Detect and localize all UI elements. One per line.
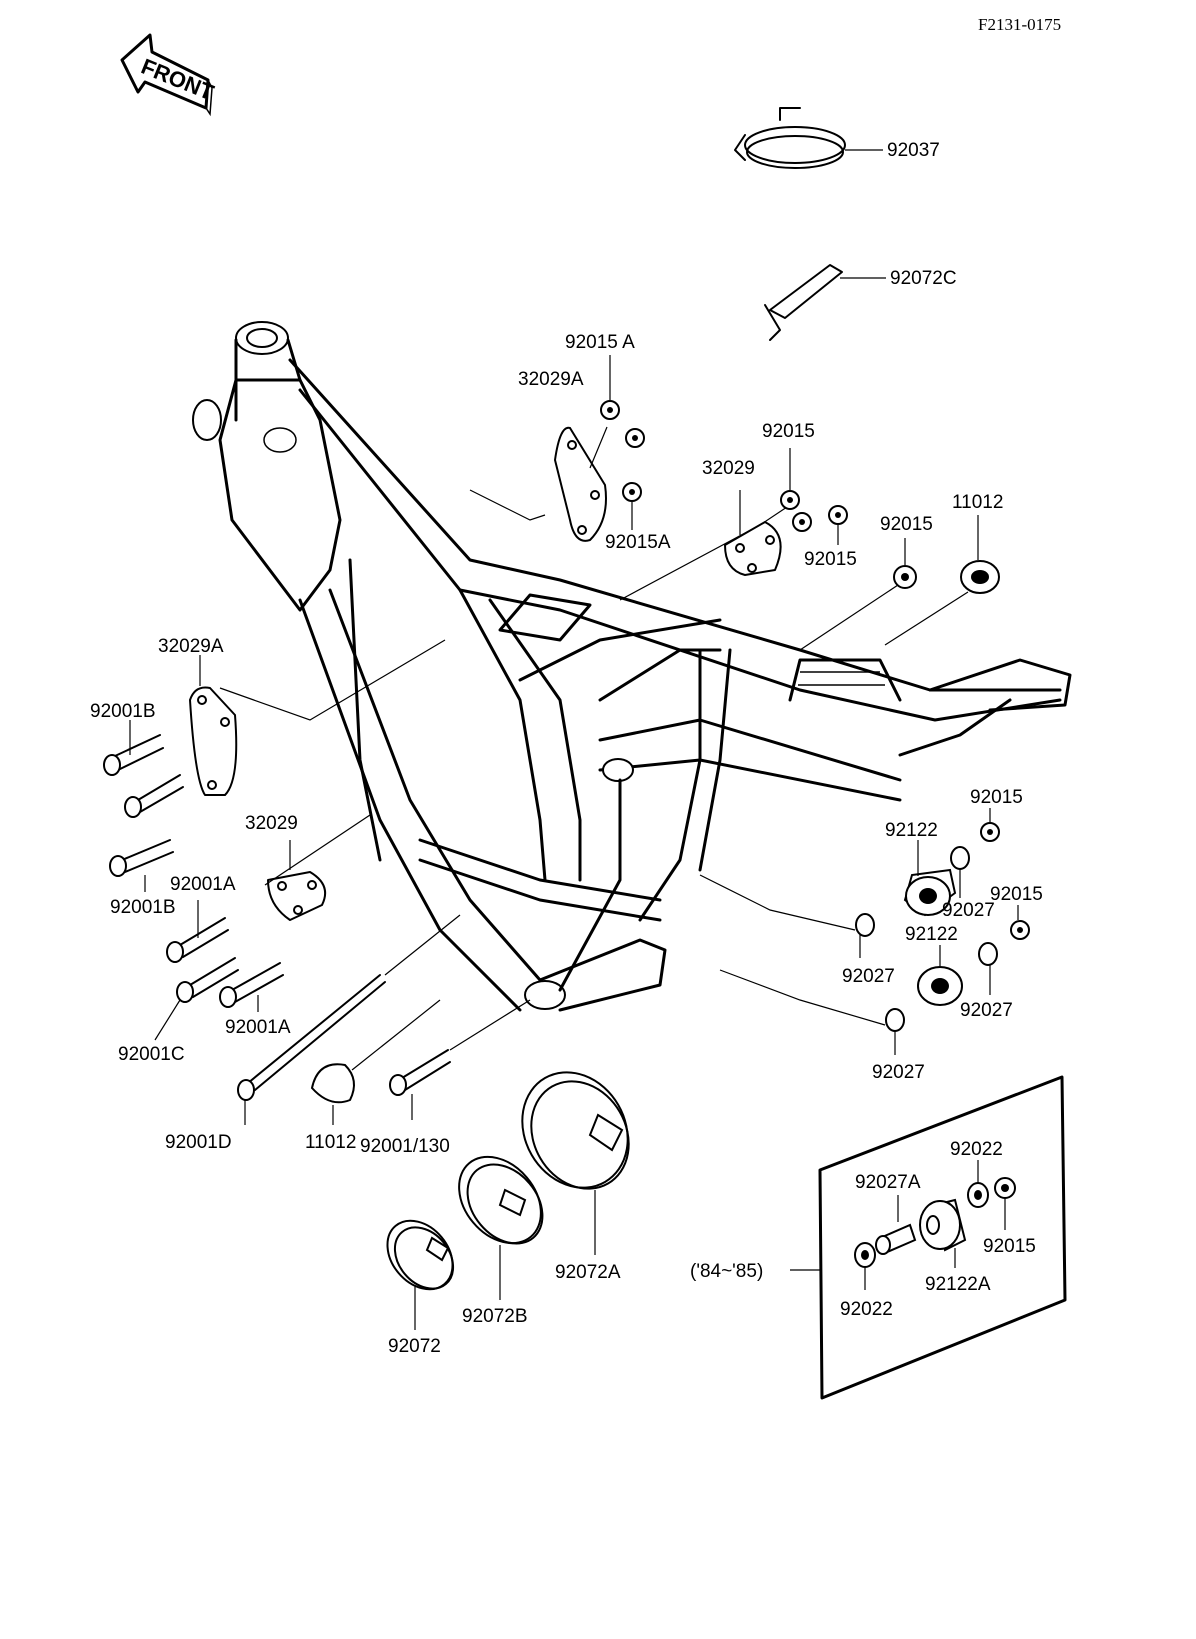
part-32029-plate-left xyxy=(264,814,371,921)
label-92027-4: 92027 xyxy=(872,1062,925,1083)
label-92015-r1: 92015 xyxy=(970,787,1023,808)
label-92015-top: 92015 xyxy=(762,421,815,442)
label-92072C: 92072C xyxy=(890,268,957,289)
label-92001D: 92001D xyxy=(165,1132,232,1153)
label-32029A-left: 32029A xyxy=(158,636,224,657)
label-92037: 92037 xyxy=(887,140,940,161)
label-92022-top: 92022 xyxy=(950,1139,1003,1160)
label-92001B-top: 92001B xyxy=(90,701,156,722)
label-92001C: 92001C xyxy=(118,1044,185,1065)
part-92072C-strap xyxy=(764,264,886,341)
part-92001D-long-bolt xyxy=(237,914,461,1125)
label-92072B: 92072B xyxy=(462,1306,528,1327)
motorcycle-frame xyxy=(192,321,1072,1012)
label-92027-3: 92027 xyxy=(842,966,895,987)
label-92001A-low: 92001A xyxy=(225,1017,291,1038)
part-32029A-plate-top xyxy=(469,426,608,542)
inset-parts xyxy=(854,1160,1016,1290)
label-92122A: 92122A xyxy=(925,1274,991,1295)
part-92072B-clamp xyxy=(458,1155,544,1300)
label-92015-right: 92015 xyxy=(880,514,933,535)
label-32029-left: 32029 xyxy=(245,813,298,834)
label-32029A-top: 32029A xyxy=(518,369,584,390)
part-92001B-bolts xyxy=(103,720,184,892)
diagram-code: F2131-0175 xyxy=(978,15,1061,34)
part-32029A-plate-left xyxy=(189,639,446,796)
label-92015-inset: 92015 xyxy=(983,1236,1036,1257)
label-11012-right: 11012 xyxy=(952,492,1003,513)
inset-box-84-85 xyxy=(790,1075,1067,1400)
label-11012-low: 11012 xyxy=(305,1132,356,1153)
inset-label: ('84~'85) xyxy=(690,1261,763,1282)
label-92001A-top: 92001A xyxy=(170,874,236,895)
front-badge-label: FRONT xyxy=(138,54,218,106)
label-92022-low: 92022 xyxy=(840,1299,893,1320)
part-mount-group-2 xyxy=(719,905,1030,1055)
label-92015A-top: 92015 A xyxy=(565,332,635,353)
label-92122-2: 92122 xyxy=(905,924,958,945)
part-92001A-bolts xyxy=(154,900,284,1041)
label-92027A: 92027A xyxy=(855,1172,921,1193)
label-92122-1: 92122 xyxy=(885,820,938,841)
part-92072-clamp xyxy=(386,1219,455,1330)
label-92015A-low: 92015A xyxy=(605,532,671,553)
label-92027-2: 92027 xyxy=(960,1000,1013,1021)
part-mount-group-1 xyxy=(699,808,1000,958)
part-92072A-clamp xyxy=(521,1071,630,1255)
part-11012-cap-low xyxy=(310,999,441,1125)
label-92001-130: 92001/130 xyxy=(360,1136,450,1157)
label-92001B-low: 92001B xyxy=(110,897,176,918)
part-11012-cap-right xyxy=(884,515,1000,646)
part-92015A-nuts xyxy=(600,355,645,530)
label-92072: 92072 xyxy=(388,1336,441,1357)
part-32029-plate-top xyxy=(619,448,848,601)
part-92037-clamp xyxy=(734,107,883,169)
label-32029-top: 32029 xyxy=(702,458,755,479)
front-arrow-icon: FRONT xyxy=(120,33,218,117)
label-92027-1: 92027 xyxy=(942,900,995,921)
label-92015-r2: 92015 xyxy=(990,884,1043,905)
label-92072A: 92072A xyxy=(555,1262,621,1283)
part-92001-130-bolt xyxy=(389,999,531,1120)
label-92015-mid: 92015 xyxy=(804,549,857,570)
part-92015-nut-right xyxy=(799,538,917,651)
